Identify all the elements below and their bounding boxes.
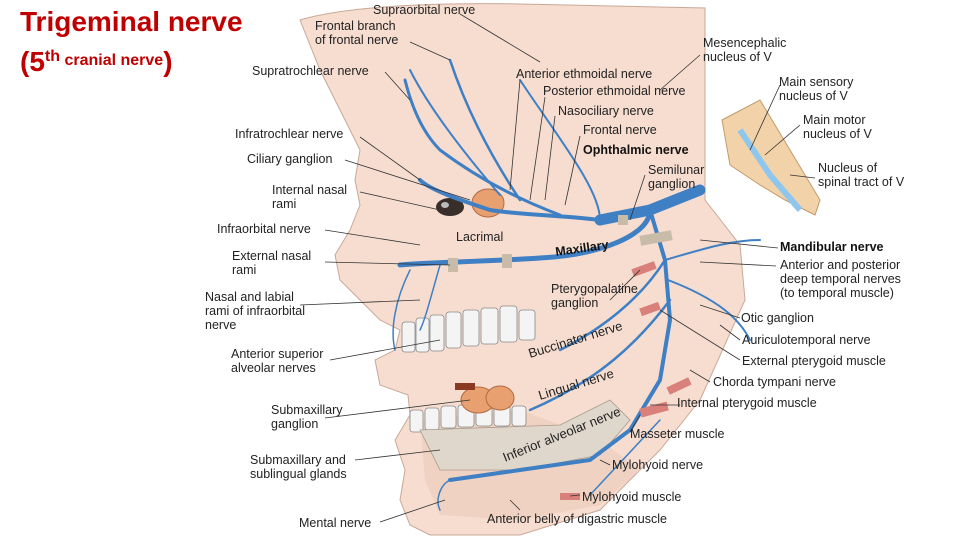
label-anterior-ethmoidal: Anterior ethmoidal nerve: [516, 67, 652, 81]
label-ciliary-ganglion: Ciliary ganglion: [247, 152, 333, 166]
label-external-pterygoid: External pterygoid muscle: [742, 354, 886, 368]
leader-lines: [299, 13, 816, 523]
label-otic-ganglion: Otic ganglion: [741, 311, 814, 325]
label-mylohyoid-muscle: Mylohyoid muscle: [582, 490, 681, 504]
label-internal-pterygoid: Internal pterygoid muscle: [677, 396, 817, 410]
label-ophthalmic: Ophthalmic nerve: [583, 143, 689, 157]
label-chorda-tympani: Chorda tympani nerve: [713, 375, 836, 389]
label-posterior-ethmoidal: Posterior ethmoidal nerve: [543, 84, 685, 98]
slide-title: Trigeminal nerve: [20, 6, 243, 37]
upper-teeth: [401, 305, 536, 353]
label-mandibular: Mandibular nerve: [780, 240, 884, 254]
subtitle-close: ): [163, 46, 173, 77]
label-digastric: Anterior belly of digastric muscle: [487, 512, 667, 526]
brainstem-nucleus: [737, 128, 803, 212]
label-infraorbital: Infraorbital nerve: [217, 222, 311, 236]
mandible: [419, 399, 631, 471]
label-mylohyoid-nerve: Mylohyoid nerve: [612, 458, 703, 472]
head-silhouette: [299, 3, 746, 536]
label-auriculotemporal: Auriculotemporal nerve: [742, 333, 871, 347]
label-nasociliary: Nasociliary nerve: [558, 104, 654, 118]
label-infratrochlear: Infratrochlear nerve: [235, 127, 343, 141]
label-frontal-nerve: Frontal nerve: [583, 123, 657, 137]
subtitle-open: (5: [20, 46, 45, 77]
tissue-markers: [448, 215, 692, 500]
label-mental: Mental nerve: [299, 516, 371, 530]
label-supratrochlear: Supratrochlear nerve: [252, 64, 369, 78]
label-supraorbital: Supraorbital nerve: [373, 3, 475, 17]
brainstem: [721, 99, 821, 216]
subtitle-mid: cranial nerve: [60, 52, 164, 69]
label-lacrimal: Lacrimal: [456, 230, 503, 244]
slide-subtitle: (5th cranial nerve): [20, 46, 173, 78]
eye-shine: [441, 202, 449, 208]
subtitle-sup: th: [44, 48, 61, 65]
label-masseter: Masseter muscle: [630, 427, 725, 441]
